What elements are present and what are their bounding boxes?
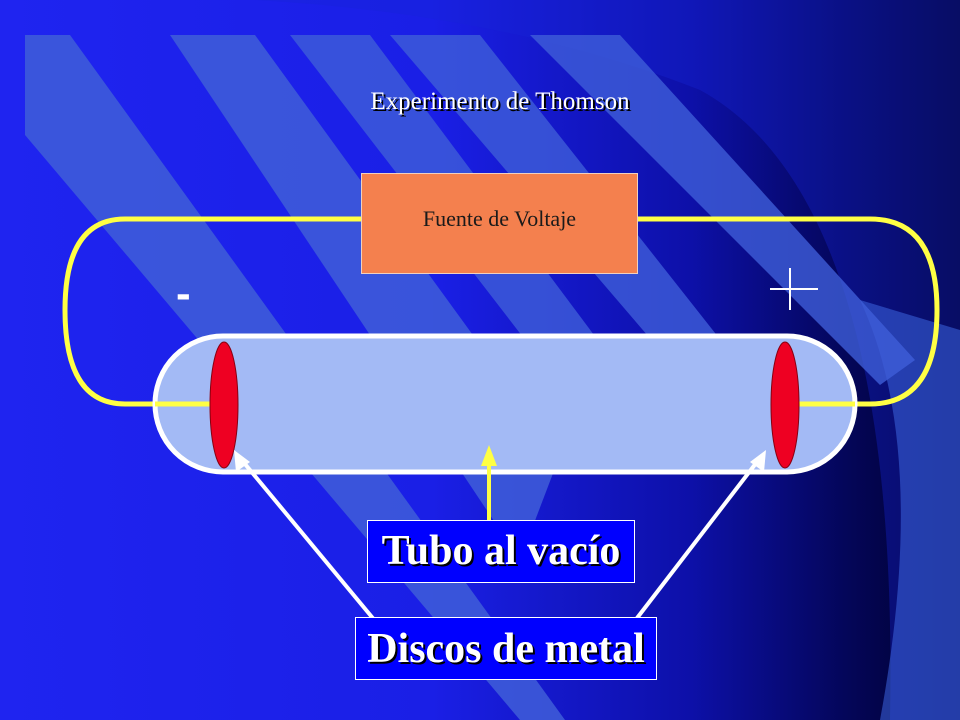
power-source-label: Fuente de Voltaje xyxy=(422,206,577,231)
metal-discs-label: Discos de metal xyxy=(355,617,657,680)
disc-arrow-left-shaft xyxy=(238,456,378,624)
disc-arrow-left-head xyxy=(234,450,250,472)
disc-arrow-right-head xyxy=(750,450,766,472)
background-curve xyxy=(20,0,960,720)
minus-icon: - xyxy=(176,269,191,318)
wire-right xyxy=(638,216,940,407)
vacuum-tube-label: Tubo al vacío xyxy=(367,520,635,583)
power-source-box: Fuente de Voltaje xyxy=(361,173,638,274)
tube-arrow-head xyxy=(481,445,497,466)
metal-disc-right xyxy=(770,341,800,469)
disc-arrow-right-shaft xyxy=(632,456,762,624)
background-side-band xyxy=(860,300,960,720)
slide-title: Experimento de Thomson xyxy=(370,88,630,115)
diagonal-stripe xyxy=(530,35,915,385)
vacuum-tube xyxy=(152,333,858,475)
metal-disc-left xyxy=(209,341,239,469)
wire-left xyxy=(62,216,362,407)
